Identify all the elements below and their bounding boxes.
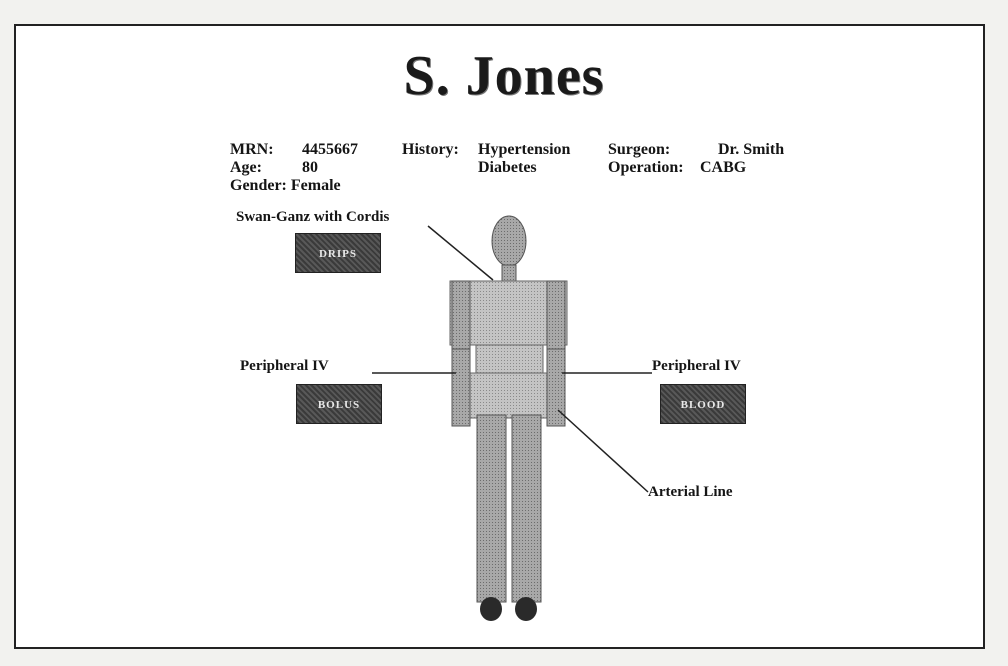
peripheral-iv-right-label: Peripheral IV <box>652 358 741 374</box>
operation-label: Operation: <box>608 159 684 176</box>
body-head <box>491 215 527 267</box>
body-right-leg <box>511 414 542 603</box>
body-left-leg <box>476 414 507 603</box>
mrn-label: MRN: <box>230 141 274 158</box>
body-right-upper-arm <box>546 280 566 352</box>
age-row: Age: 80 <box>230 159 318 177</box>
history-label: History: <box>402 141 459 158</box>
history-item-1: Hypertension <box>478 141 571 158</box>
swan-ganz-label: Swan-Ganz with Cordis <box>236 209 390 225</box>
body-left-forearm <box>451 348 471 427</box>
body-right-foot <box>515 597 537 621</box>
gender-row: Gender: Female <box>230 177 341 195</box>
body-neck <box>501 264 517 284</box>
body-right-forearm <box>546 348 566 427</box>
age-label: Age: <box>230 159 262 176</box>
surgeon-label: Surgeon: <box>608 141 671 158</box>
drips-button[interactable]: DRIPS <box>295 233 381 273</box>
arterial-line-connector <box>557 409 649 493</box>
operation-row: Operation: CABG <box>608 159 746 177</box>
body-hips <box>467 372 551 419</box>
arterial-line-label: Arterial Line <box>648 484 733 500</box>
gender-label: Gender: <box>230 177 287 194</box>
history-row: History: Hypertension <box>402 141 570 159</box>
history-item-2: Diabetes <box>478 159 537 176</box>
surgeon-value: Dr. Smith <box>718 141 785 158</box>
body-left-foot <box>480 597 502 621</box>
body-left-upper-arm <box>451 280 471 352</box>
blood-button[interactable]: BLOOD <box>660 384 746 424</box>
patient-name: S. Jones <box>403 45 605 107</box>
bolus-button[interactable]: BOLUS <box>296 384 382 424</box>
mrn-value: 4455667 <box>302 141 358 158</box>
age-value: 80 <box>302 159 318 176</box>
swan-ganz-connector <box>427 225 494 281</box>
body-waist <box>475 344 544 376</box>
operation-value: CABG <box>700 159 747 176</box>
gender-value: Female <box>290 177 341 194</box>
peripheral-iv-left-label: Peripheral IV <box>240 358 329 374</box>
mrn-row: MRN: 4455667 <box>230 141 358 159</box>
surgeon-row: Surgeon: Dr. Smith <box>608 141 784 159</box>
